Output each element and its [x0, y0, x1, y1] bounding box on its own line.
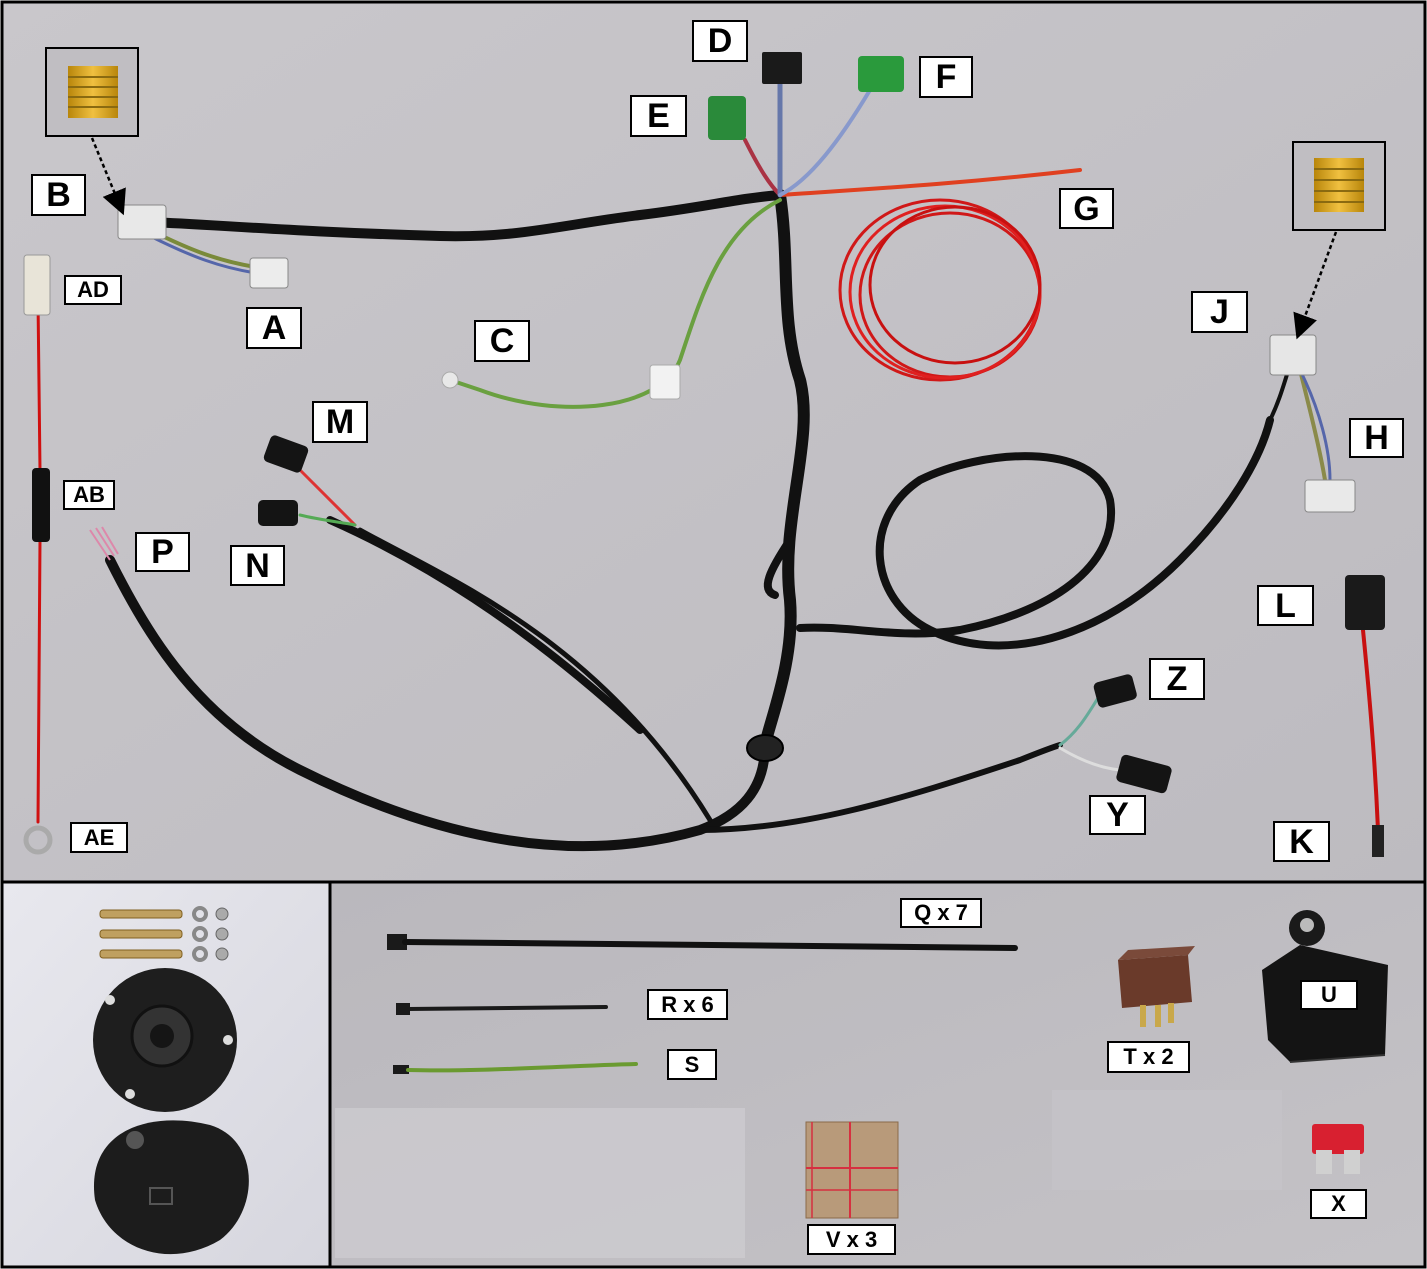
label-c: C	[474, 320, 530, 362]
label-p: P	[135, 532, 190, 572]
connector-y	[1116, 754, 1172, 794]
label-ab: AB	[63, 480, 115, 510]
connector-f	[858, 56, 904, 92]
connectors	[23, 52, 1385, 857]
connector-z	[1093, 674, 1137, 708]
trailer-socket	[93, 906, 249, 1255]
label-u: U	[1300, 980, 1358, 1010]
label-t: T x 2	[1107, 1041, 1190, 1073]
terminal-ad	[23, 254, 51, 316]
adhesive-pad-v	[805, 1121, 899, 1219]
connector-d	[762, 52, 802, 84]
label-y: Y	[1089, 795, 1146, 835]
label-q: Q x 7	[900, 898, 982, 928]
label-m: M	[312, 401, 368, 443]
connector-b	[117, 204, 167, 240]
label-b: B	[31, 174, 86, 216]
label-n: N	[230, 545, 285, 586]
label-z: Z	[1149, 658, 1205, 700]
connector-l	[1345, 575, 1385, 630]
label-j: J	[1191, 291, 1248, 333]
ring-terminal-ae	[23, 825, 53, 855]
connector-a	[249, 257, 289, 289]
label-s: S	[667, 1049, 717, 1080]
cable-tie-q	[387, 934, 1018, 951]
cable-tie-r	[396, 1003, 608, 1015]
label-l: L	[1257, 585, 1314, 626]
earth-wire-s	[393, 1062, 638, 1074]
label-x: X	[1310, 1189, 1367, 1219]
connector-h	[1304, 479, 1356, 513]
terminal-k	[1372, 825, 1384, 857]
label-d: D	[692, 20, 748, 62]
pin-inset-b	[45, 47, 139, 137]
relay-t	[1118, 946, 1195, 1027]
label-r: R x 6	[647, 989, 728, 1020]
connector-n	[258, 500, 298, 526]
connector-j	[1269, 334, 1317, 376]
label-e: E	[630, 95, 687, 137]
ring-terminal-c	[441, 371, 459, 389]
connector-m	[263, 435, 309, 473]
pin-inset-j	[1292, 141, 1386, 231]
label-h: H	[1349, 418, 1404, 458]
fuse-holder-ab	[32, 468, 50, 542]
fuse-x	[1312, 1124, 1364, 1174]
label-v: V x 3	[807, 1224, 896, 1255]
label-f: F	[919, 56, 973, 98]
label-ae: AE	[70, 822, 128, 853]
grommet	[746, 734, 784, 762]
connector-e	[708, 96, 746, 140]
label-g: G	[1059, 188, 1114, 229]
label-k: K	[1273, 821, 1330, 862]
label-ad: AD	[64, 275, 122, 305]
harness-cables	[36, 77, 1380, 852]
label-a: A	[246, 307, 302, 349]
